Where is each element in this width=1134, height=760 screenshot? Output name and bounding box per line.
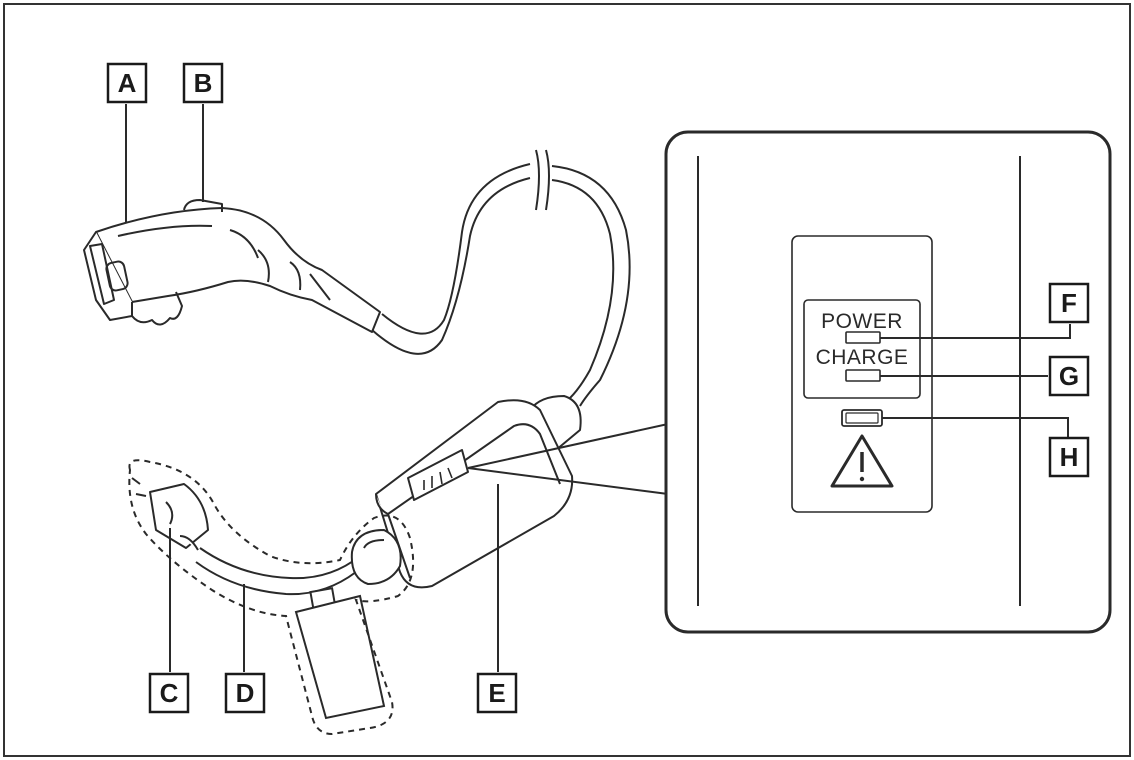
label-f-text: F [1061,288,1077,318]
label-c: C [148,672,190,714]
label-h: H [1048,436,1090,478]
charge-lamp [845,369,881,382]
mains-plug [131,477,209,551]
label-f: F [1048,282,1090,324]
warning-triangle-icon [830,434,894,488]
power-lamp [845,331,881,344]
lower-cable [195,528,402,596]
label-a: A [106,62,148,104]
label-e-text: E [488,678,505,708]
label-c-text: C [160,678,179,708]
dashed-outline [128,459,415,736]
label-b-text: B [194,68,213,98]
label-e: E [476,672,518,714]
power-text: POWER [821,310,903,333]
charging-connector [83,199,381,333]
leader-lines [125,104,669,672]
indicator-window [803,299,921,399]
label-d-text: D [236,678,255,708]
zoom-panel [664,130,1112,634]
label-g: G [1048,355,1090,397]
label-h-text: H [1060,442,1079,472]
cable-tag [294,587,386,720]
upper-cable [371,149,631,407]
label-b: B [182,62,224,104]
charge-text: CHARGE [816,346,909,369]
label-a-text: A [118,68,137,98]
label-g-text: G [1059,361,1079,391]
label-d: D [224,672,266,714]
